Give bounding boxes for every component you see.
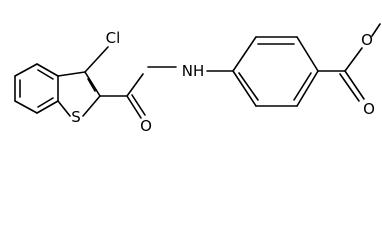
bond <box>232 70 257 107</box>
molecule-structure: Cl S NH O O O <box>14 23 381 135</box>
bond <box>344 47 363 72</box>
bond <box>37 97 54 108</box>
bond <box>293 72 312 101</box>
bond <box>344 70 365 100</box>
bond <box>371 23 381 37</box>
bond <box>126 95 142 119</box>
atom-labels: Cl S NH O O O <box>71 29 375 135</box>
bond <box>57 100 71 117</box>
ester-carbonyl-oxygen-atom-label: O <box>363 100 375 118</box>
bond <box>296 70 319 107</box>
bond-lines <box>14 23 381 119</box>
bond <box>232 36 257 72</box>
bond <box>87 78 96 92</box>
bond <box>339 73 360 102</box>
bond <box>57 71 86 77</box>
bond <box>296 36 319 72</box>
amide-oxygen-atom-label: O <box>140 117 152 135</box>
bond <box>36 100 59 114</box>
bond <box>14 63 38 77</box>
bond <box>238 72 259 101</box>
bond <box>37 69 54 80</box>
chlorine-atom-label: Cl <box>106 29 121 47</box>
bond <box>131 94 146 116</box>
bond <box>126 73 144 97</box>
nh-atom-label: NH <box>182 62 205 80</box>
bond <box>14 100 38 114</box>
bond <box>82 95 101 117</box>
bond <box>36 63 59 77</box>
sulfur-atom-label: S <box>71 108 81 126</box>
ester-ether-oxygen-atom-label: O <box>361 31 373 49</box>
bond <box>84 71 101 97</box>
bond <box>84 46 109 73</box>
